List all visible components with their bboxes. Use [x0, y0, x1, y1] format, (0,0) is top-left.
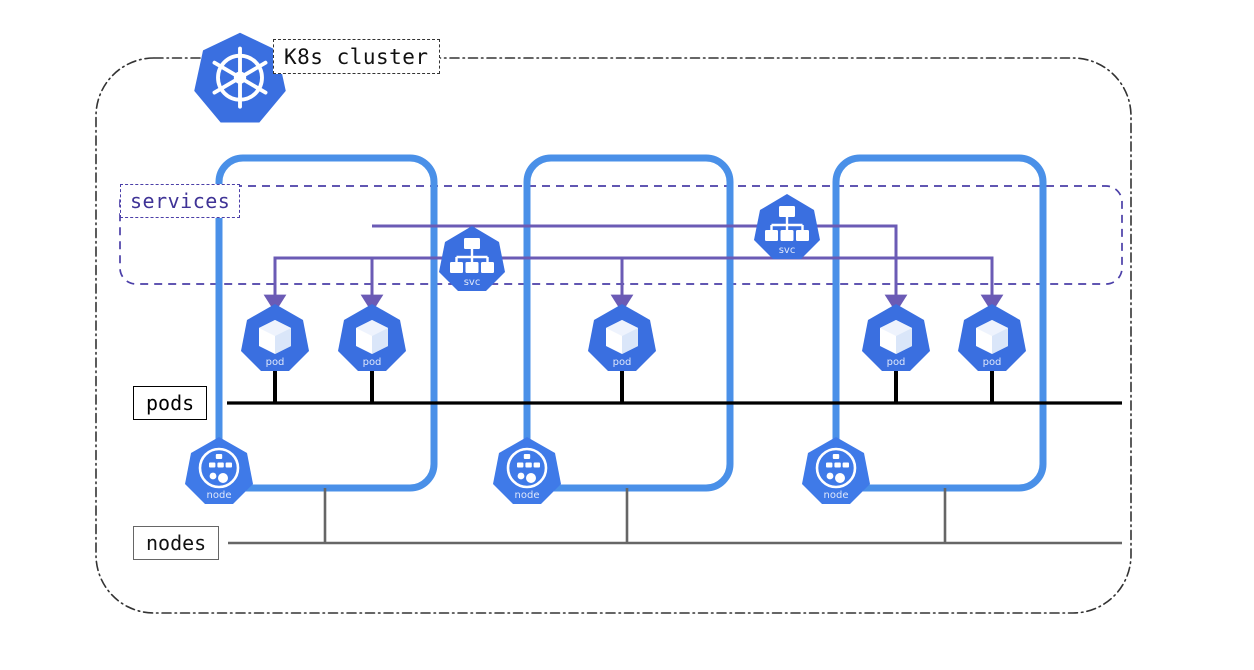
nodes-label: nodes	[133, 526, 220, 560]
deployment-rect-3	[832, 154, 1047, 492]
node-icon-1[interactable]: node	[185, 437, 253, 504]
node-icon-3[interactable]: node	[802, 437, 870, 504]
pod-icon-label-1: pod	[266, 357, 285, 368]
svc1-to-pod2-link	[360, 256, 446, 313]
svc-icon-2[interactable]: svc	[754, 194, 820, 259]
pod-icon-label-4: pod	[887, 357, 906, 368]
node-icon-label-1: node	[207, 490, 232, 501]
deployment-rect-1	[215, 154, 438, 492]
pod-icon-3[interactable]: pod	[588, 304, 656, 371]
cluster-label: K8s cluster	[273, 39, 440, 74]
svc1-to-pod1-link	[263, 256, 446, 313]
pod-icon-label-3: pod	[613, 357, 632, 368]
pod-icon-2[interactable]: pod	[338, 304, 406, 371]
svc-icon-label-2: svc	[779, 245, 796, 256]
pod-icon-5[interactable]: pod	[958, 304, 1026, 371]
pod-icon-1[interactable]: pod	[241, 304, 309, 371]
pod-stems	[273, 365, 994, 403]
svc2-to-pod5-link	[813, 256, 1004, 313]
svc-icon-1[interactable]: svc	[439, 226, 505, 291]
svc-icon-label-1: svc	[464, 277, 481, 288]
svc2-to-pod4-link	[813, 224, 908, 313]
node-icon-label-3: node	[824, 490, 849, 501]
services-label: services	[120, 184, 241, 218]
node-icon-2[interactable]: node	[493, 437, 561, 504]
node-icon-label-2: node	[515, 490, 540, 501]
kubernetes-wheel-icon	[194, 32, 286, 123]
svc1-to-pod3-link	[498, 256, 634, 313]
cluster-boundary	[95, 57, 1132, 614]
node-stems	[323, 488, 947, 543]
pod-icon-label-2: pod	[363, 357, 382, 368]
pod-icon-label-5: pod	[983, 357, 1002, 368]
pods-label: pods	[133, 386, 208, 420]
deployment-rect-2	[523, 154, 734, 492]
pod-icon-4[interactable]: pod	[862, 304, 930, 371]
